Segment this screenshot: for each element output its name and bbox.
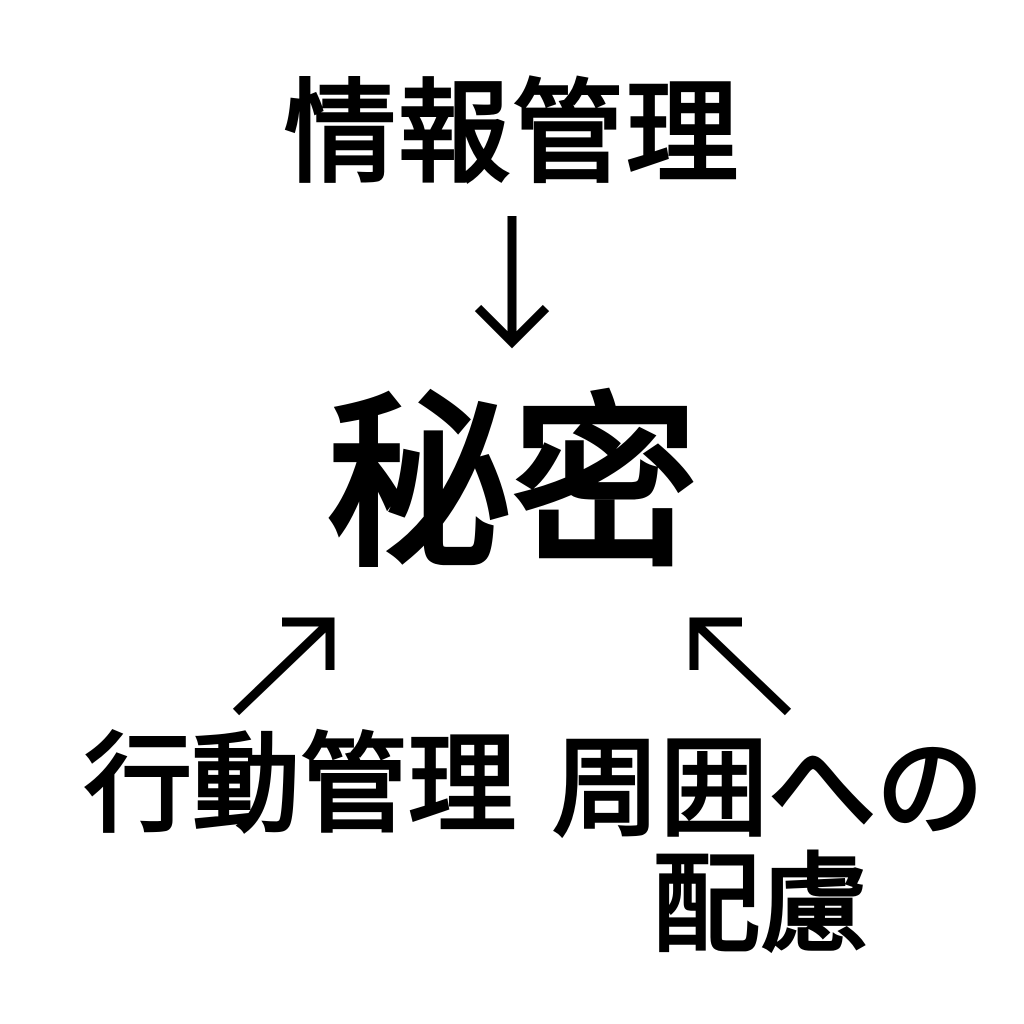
bottom-right-label-line1: 周囲への [552, 727, 985, 852]
center-node-label: 秘密 [325, 376, 698, 593]
bottom-right-label-line2: 配慮 [651, 843, 868, 968]
up-right-arrow-icon [232, 617, 335, 716]
top-node-label: 情報管理 [284, 69, 740, 199]
bottom-right-node-label: 周囲への 配慮 [552, 727, 985, 968]
up-left-arrow-icon [689, 617, 792, 716]
bottom-left-node-label: 行動管理 [84, 723, 517, 848]
down-arrow-icon [474, 216, 550, 349]
